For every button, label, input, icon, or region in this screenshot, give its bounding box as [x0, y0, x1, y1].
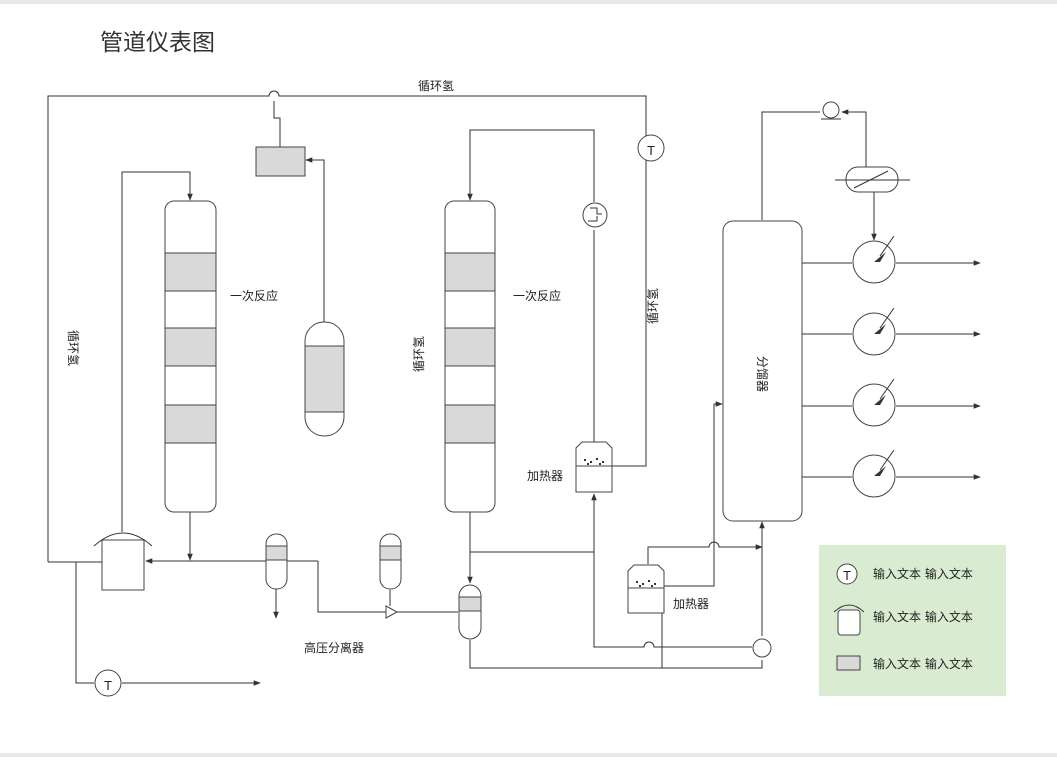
pipe-header-down [317, 561, 386, 613]
flow-element-icon[interactable] [582, 202, 608, 228]
knockout-drum[interactable] [93, 532, 153, 591]
label-fractionator: 分馏器 [755, 356, 769, 392]
pipe-bottom-to-pump [648, 660, 763, 669]
pipe-left-down-to-t [75, 562, 94, 684]
temperature-instrument-icon [836, 563, 858, 585]
legend: T 输入文本 输入文本 输入文本 输入文本 输入文本 输入文本 [819, 545, 1006, 696]
label-reactor-2: 一次反应 [513, 288, 561, 303]
pipe-reactor1-feed [121, 171, 193, 532]
label-recycle-top: 循环氢 [418, 78, 454, 93]
pipes [47, 90, 981, 686]
overhead-condenser[interactable] [835, 166, 910, 193]
hp-separator-vessel[interactable] [458, 584, 482, 640]
product-gauge-1[interactable] [852, 235, 896, 284]
product-gauge-4[interactable] [852, 449, 896, 498]
pipe-heater2-top [647, 541, 763, 564]
svg-text:T: T [842, 569, 851, 583]
pipe-fractionator-overhead [761, 111, 820, 220]
legend-item-label: 输入文本 输入文本 [873, 609, 973, 624]
heater-1[interactable] [575, 441, 613, 493]
svg-text:T: T [103, 679, 112, 693]
check-valve-icon[interactable] [385, 605, 399, 619]
separator-vessel-icon [837, 609, 861, 636]
temperature-instrument-top[interactable]: T [637, 134, 665, 162]
pipe-recycle-to-box [273, 101, 281, 148]
pipe-reactor2-feed-top [467, 129, 595, 202]
heater-2[interactable] [627, 564, 665, 614]
legend-item-label: 输入文本 输入文本 [873, 656, 973, 671]
pipe-pump-to-heater1 [591, 493, 752, 648]
legend-item-temperature: T 输入文本 输入文本 [836, 563, 973, 585]
pipe-t-to-heater1 [612, 159, 647, 467]
label-reactor-1: 一次反应 [230, 288, 278, 303]
temperature-instrument-bottom[interactable]: T [94, 669, 122, 697]
fractionator-column[interactable] [722, 220, 803, 522]
reactor-1[interactable] [164, 200, 217, 513]
pipe-vessel-to-box [305, 157, 325, 324]
overhead-pump-icon[interactable] [821, 101, 841, 120]
grey-box-icon [836, 655, 861, 671]
product-gauge-2[interactable] [852, 307, 896, 356]
reactor-2[interactable] [444, 200, 496, 513]
pipe-separator-bottom [469, 640, 648, 669]
product-gauge-3[interactable] [852, 378, 896, 427]
svg-text:T: T [646, 144, 655, 158]
storage-vessel[interactable] [304, 321, 345, 437]
label-heater-2: 加热器 [673, 597, 709, 611]
small-vessel-2[interactable] [379, 533, 402, 590]
label-heater-1: 加热器 [527, 469, 563, 483]
diagram-title: 管道仪表图 [100, 30, 215, 56]
legend-item-separator: 输入文本 输入文本 [833, 604, 973, 636]
legend-item-box: 输入文本 输入文本 [836, 655, 973, 671]
legend-item-label: 输入文本 输入文本 [873, 566, 973, 581]
pipe-heater2-out [664, 401, 723, 587]
recycle-compressor-box[interactable] [255, 146, 306, 177]
pipe-overhead-return [841, 109, 867, 178]
label-recycle-left: 循环氢 [66, 330, 81, 366]
label-hp-separator: 高压分离器 [304, 640, 364, 655]
small-vessel-1[interactable] [265, 533, 288, 590]
pump-icon[interactable] [752, 638, 772, 658]
label-recycle-mid: 循环氢 [411, 336, 426, 372]
label-recycle-right: 循环氢 [645, 288, 660, 324]
pipe-recycle-top [47, 90, 647, 562]
